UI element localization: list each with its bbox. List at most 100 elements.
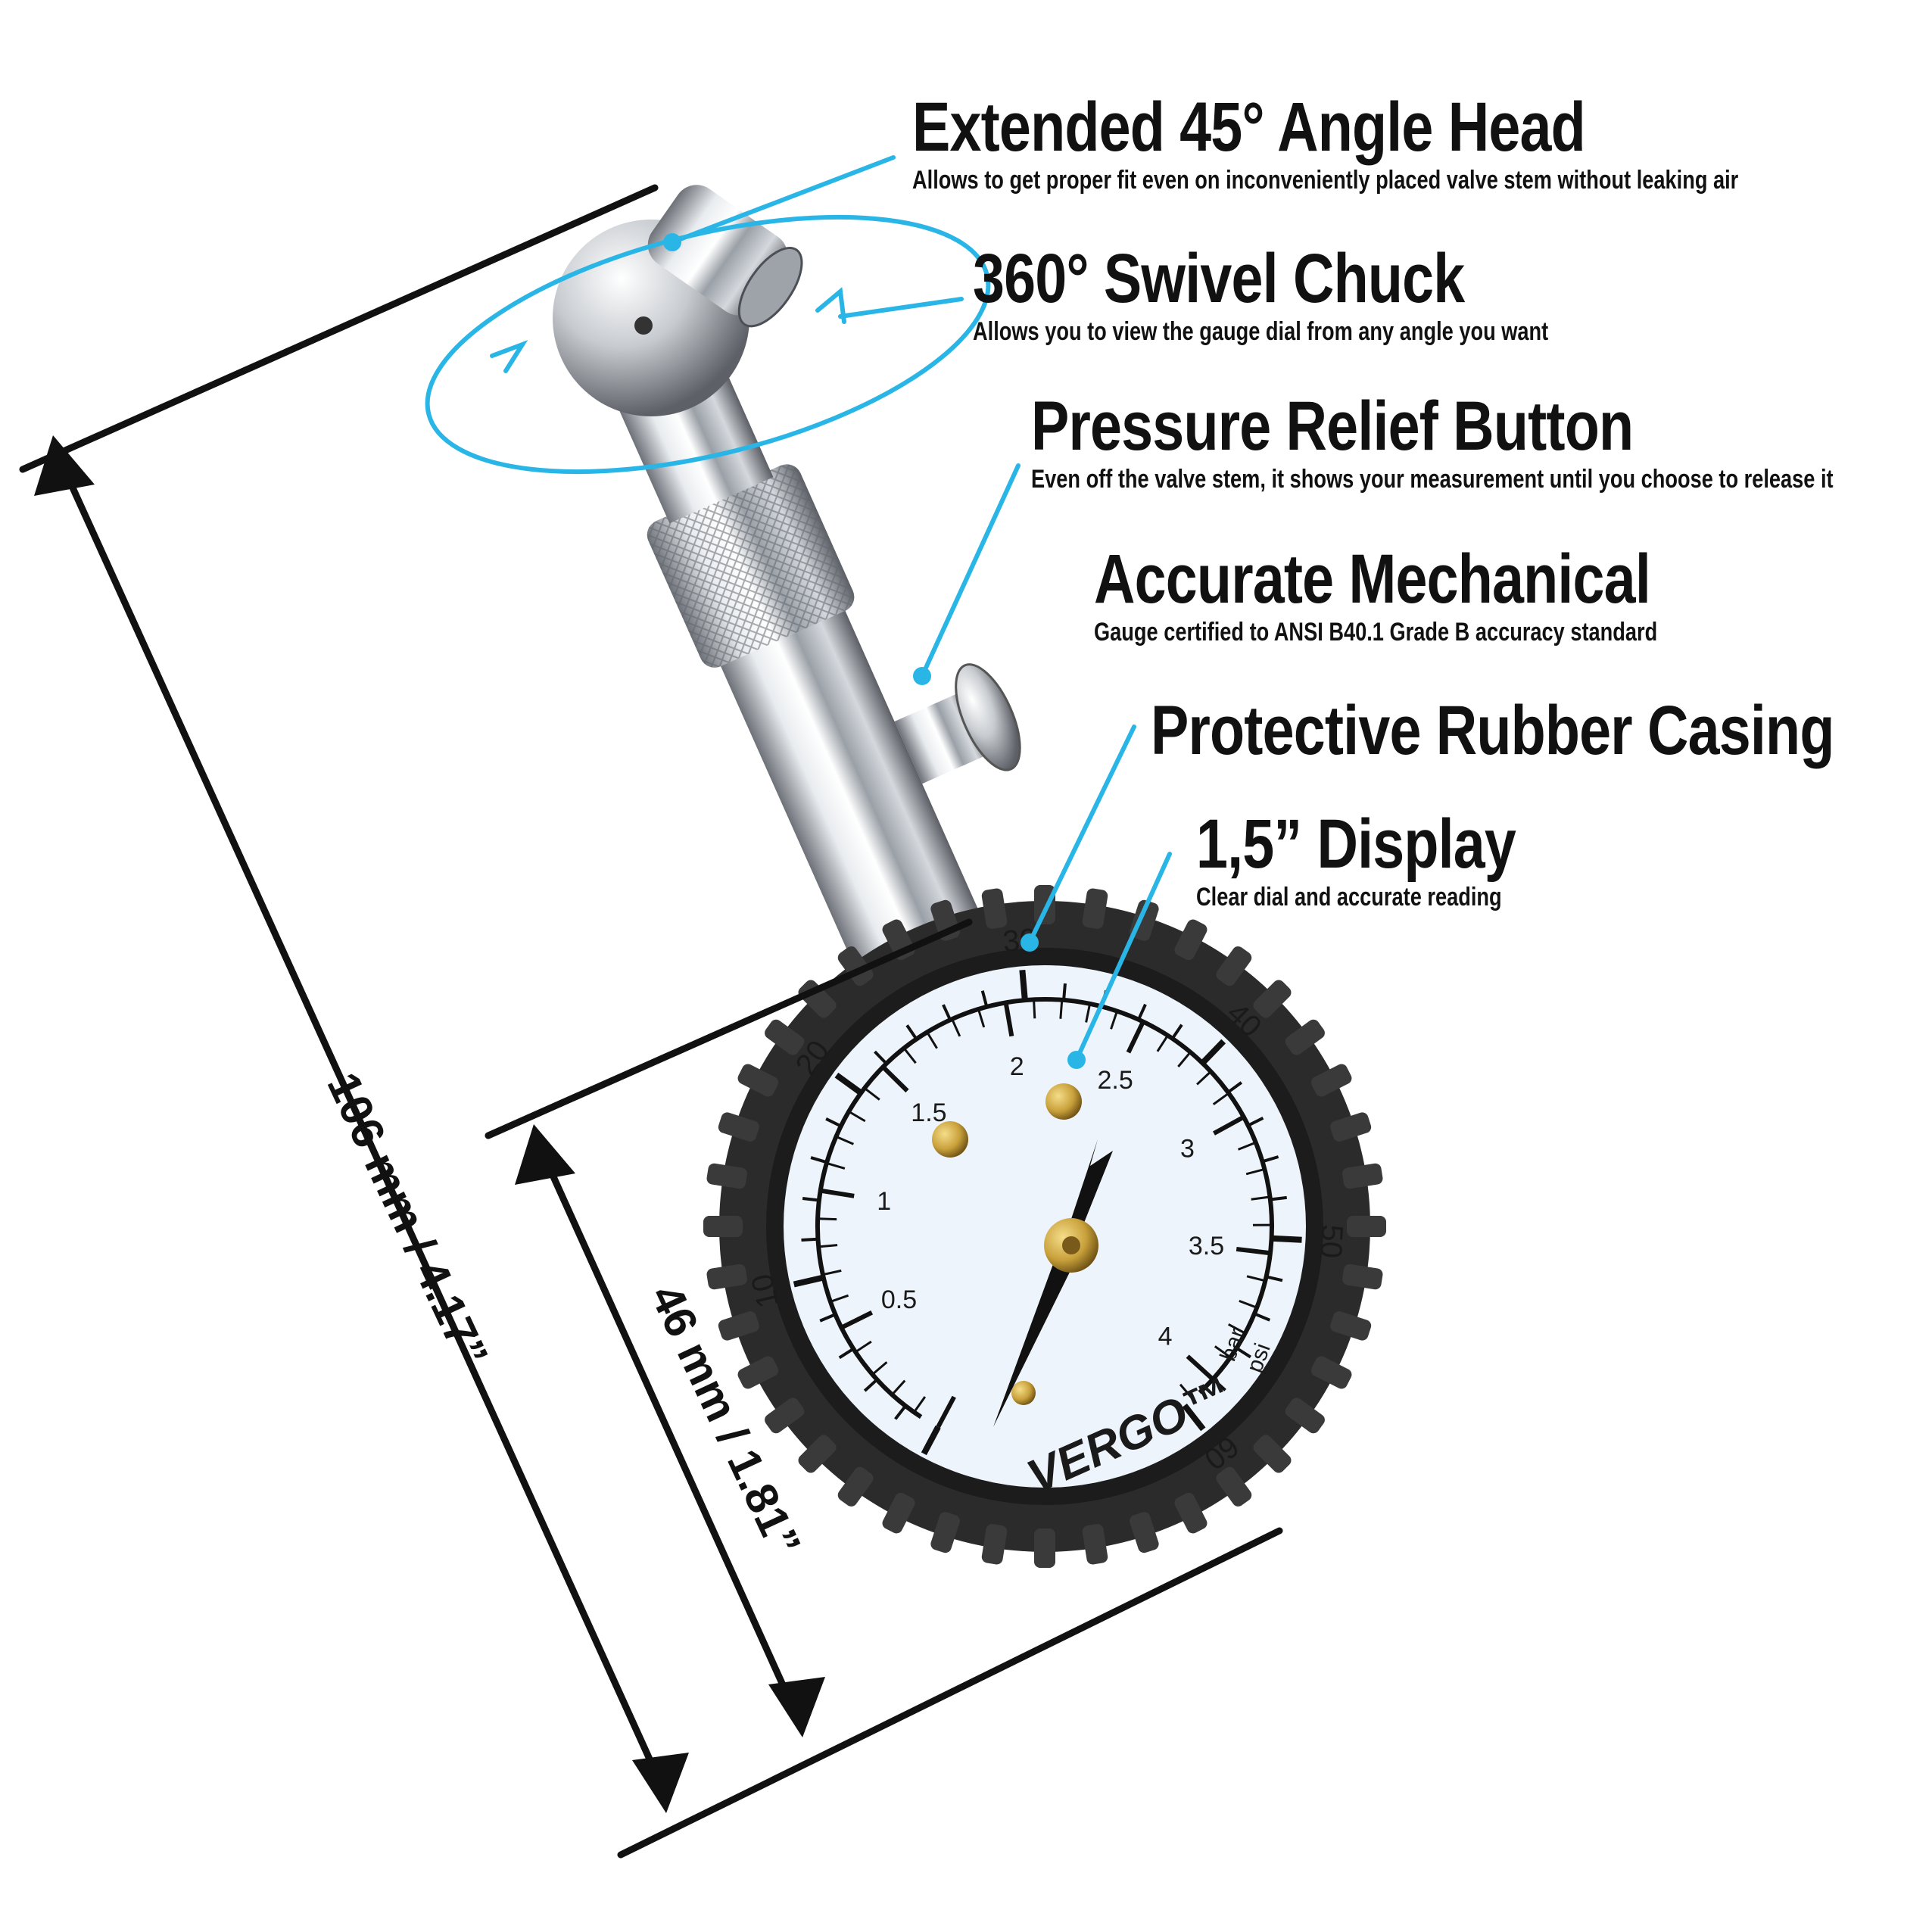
rubber-tooth	[706, 1163, 747, 1189]
bar-tick	[891, 1379, 906, 1396]
feature-desc: Clear dial and accurate reading	[1196, 883, 1502, 911]
rubber-tooth	[1253, 1435, 1292, 1473]
psi-tick	[1261, 1155, 1279, 1164]
feature-angle-head: Extended 45° Angle Head Allows to get pr…	[912, 89, 1932, 195]
rubber-tooth	[737, 1064, 779, 1097]
rubber-tooth	[1342, 1264, 1383, 1290]
feature-desc: Allows to get proper fit even on inconve…	[912, 166, 1739, 195]
rubber-tooth	[1174, 919, 1208, 961]
leader-casing	[1027, 724, 1136, 945]
rubber-tooth	[1130, 1512, 1159, 1553]
bar-label: 3	[1180, 1134, 1195, 1163]
rubber-tooth	[798, 1435, 837, 1473]
bar-label: 4	[1158, 1323, 1173, 1351]
psi-tick	[1200, 1039, 1226, 1065]
bar-tick	[818, 1217, 837, 1221]
bar-tick	[820, 1188, 855, 1198]
pressure-relief-button	[894, 663, 1021, 784]
psi-tick	[1019, 969, 1028, 1001]
bar-label: 1	[877, 1187, 891, 1216]
rubber-tooth	[1310, 1356, 1352, 1389]
rubber-tooth	[737, 1356, 779, 1389]
feature-title: Pressure Relief Button	[1031, 388, 1634, 465]
bar-tick	[1196, 1070, 1212, 1086]
bar-tick	[826, 1161, 846, 1170]
bar-tick	[1236, 1246, 1271, 1256]
bar-tick	[1186, 1354, 1214, 1382]
rubber-tooth	[930, 1512, 960, 1553]
bar-tick	[936, 1395, 956, 1429]
rubber-tooth	[798, 980, 837, 1018]
rubber-tooth	[765, 1019, 805, 1055]
psi-tick	[825, 1117, 842, 1128]
bar-tick	[1177, 1051, 1192, 1067]
leader-display	[1074, 852, 1172, 1062]
psi-tick	[801, 1237, 818, 1242]
dial-face	[784, 965, 1306, 1488]
psi-tick	[1270, 1195, 1287, 1201]
bar-tick	[822, 1269, 842, 1276]
angle-head	[553, 185, 803, 416]
rubber-tooth	[837, 1466, 874, 1507]
psi-tick	[838, 1347, 855, 1360]
psi-tick	[793, 1274, 824, 1288]
feature-display: 1,5” Display Clear dial and accurate rea…	[1196, 806, 1586, 912]
psi-tick	[810, 1156, 827, 1164]
callout-dots	[663, 233, 1086, 1069]
rubber-tooth	[1174, 1492, 1208, 1534]
bar-tick	[848, 1110, 866, 1123]
callout-lines	[425, 155, 1172, 1062]
bar-tick	[913, 1396, 927, 1413]
rubber-tooth	[1285, 1398, 1325, 1434]
psi-label: 50	[1313, 1223, 1348, 1259]
feature-desc: Allows you to view the gauge dial from a…	[973, 317, 1549, 346]
leader-relief	[920, 463, 1021, 678]
psi-tick	[802, 1197, 820, 1202]
psi-tick	[921, 1426, 941, 1456]
leader-angle-head	[670, 155, 896, 245]
psi-tick	[1062, 983, 1067, 1001]
brass-screw	[1011, 1381, 1036, 1405]
psi-tick	[1182, 1403, 1206, 1432]
bar-tick	[1212, 1092, 1229, 1105]
bar-tick	[977, 1008, 986, 1028]
bar-tick	[926, 1031, 938, 1049]
psi-tick	[819, 1313, 837, 1323]
psi-tick	[905, 1024, 918, 1040]
bar-tick	[864, 1087, 880, 1101]
psi-tick	[1266, 1275, 1283, 1282]
dial-ticks	[793, 969, 1302, 1456]
psi-tick	[1247, 1117, 1264, 1127]
psi-tick	[1236, 1347, 1251, 1359]
rubber-tooth	[1216, 946, 1252, 986]
rubber-tooth	[703, 1216, 743, 1237]
bar-tick	[1003, 1002, 1014, 1037]
bar-tick	[1251, 1195, 1270, 1201]
bar-tick	[1245, 1168, 1265, 1176]
bar-tick	[881, 1065, 909, 1093]
psi-tick	[1254, 1312, 1271, 1322]
bar-tick	[1179, 1383, 1194, 1400]
bar-label: 1.5	[911, 1098, 946, 1127]
bar-tick	[1059, 999, 1064, 1019]
rubber-tooth	[1347, 1216, 1386, 1237]
bar-tick	[902, 1047, 917, 1064]
dimension-overall: 106 mm / 4.17”	[317, 1065, 497, 1375]
psi-tick	[863, 1378, 878, 1392]
bar-tick	[835, 1136, 854, 1145]
feature-accurate: Accurate Mechanical Gauge certified to A…	[1094, 541, 1798, 647]
bar-tick	[830, 1294, 849, 1303]
bar-label: 2.5	[1098, 1066, 1133, 1095]
rubber-tooth	[1285, 1019, 1325, 1055]
feature-relief-button: Pressure Relief Button Even off the valv…	[1031, 388, 1932, 494]
rubber-tooth	[718, 1112, 759, 1142]
psi-tick	[1226, 1081, 1243, 1094]
psi-tick	[942, 1004, 952, 1021]
rubber-tooth	[1034, 1528, 1055, 1568]
rubber-tooth	[1310, 1064, 1352, 1097]
leader-swivel	[838, 297, 964, 319]
rubber-tooth	[1082, 888, 1108, 929]
feature-title: Accurate Mechanical	[1094, 541, 1651, 618]
